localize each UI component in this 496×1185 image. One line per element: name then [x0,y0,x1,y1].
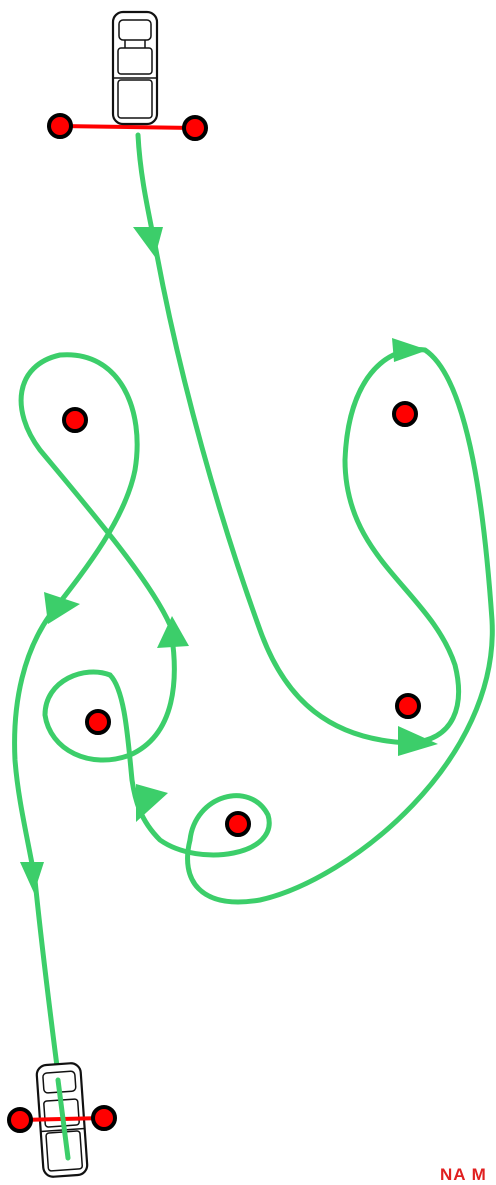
start-vehicle-icon [113,12,157,124]
route-segment-upper-left-loop [21,355,170,625]
route-segment-left-lower-loop [45,625,174,760]
arrow-4-icon [136,784,168,822]
cone-lower-right [397,695,419,717]
arrow-5-icon [157,616,189,648]
cones [64,403,419,835]
end-gate-right-cone [93,1107,115,1129]
direction-arrows [20,227,438,893]
cone-upper-left [64,409,86,431]
start-gate-left-cone [49,115,71,137]
cone-upper-right [394,403,416,425]
arrow-3-icon [398,726,438,756]
arrow-2-icon [392,338,428,362]
route [15,135,493,1155]
watermark-text: NA M [440,1165,487,1185]
arrow-7-icon [20,862,44,893]
cone-lower-middle [227,813,249,835]
end-gate-left-cone [9,1109,31,1131]
start-gate-right-cone [184,117,206,139]
route-segment-start-descent [138,135,410,743]
cone-lower-left [87,711,109,733]
start-gate-bar [60,126,195,128]
